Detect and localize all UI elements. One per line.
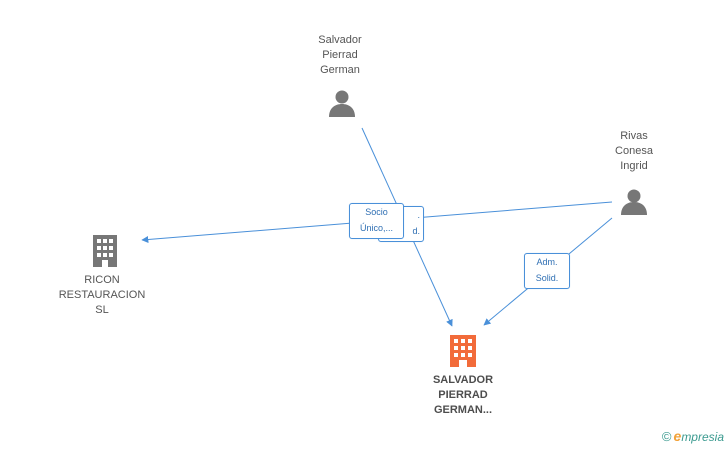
label-line: Conesa bbox=[615, 145, 653, 157]
edge-label-socio-unico[interactable]: Socio Único,... bbox=[349, 203, 404, 239]
person-icon[interactable] bbox=[329, 90, 355, 118]
building-icon[interactable] bbox=[93, 235, 117, 267]
brand-e-logo: e bbox=[673, 428, 682, 444]
label-line: SL bbox=[95, 304, 109, 316]
edge-label-line: Único,... bbox=[359, 223, 393, 233]
label-line: SALVADOR bbox=[432, 374, 494, 386]
label-line: RICON bbox=[84, 274, 120, 286]
edge-label-line: Solid. bbox=[535, 273, 559, 283]
focus-company-label[interactable]: SALVADOR PIERRAD GERMAN... bbox=[413, 373, 513, 418]
copyright-icon: © bbox=[661, 429, 672, 444]
edge-label-line: Adm. bbox=[536, 257, 558, 267]
label-line: Rivas bbox=[620, 130, 648, 142]
person-label-rivas[interactable]: Rivas Conesa Ingrid bbox=[594, 129, 674, 174]
edge-label-line: Socio bbox=[365, 207, 388, 217]
focus-building-icon[interactable] bbox=[450, 335, 476, 367]
person-label-salvador[interactable]: Salvador Pierrad German bbox=[300, 33, 380, 78]
label-line: Ingrid bbox=[620, 160, 648, 172]
person-icon[interactable] bbox=[621, 189, 647, 216]
company-label-ricon[interactable]: RICON RESTAURACION SL bbox=[52, 273, 152, 318]
brand-name: mpresia bbox=[681, 430, 724, 444]
label-line: GERMAN... bbox=[433, 404, 493, 416]
empresia-watermark: ©empresia bbox=[662, 428, 724, 444]
edge-label-line: . bbox=[417, 210, 420, 220]
edge-label-adm-solid[interactable]: Adm. Solid. bbox=[524, 253, 570, 289]
edge-label-line: d. bbox=[412, 226, 420, 236]
label-line: RESTAURACION bbox=[58, 289, 146, 301]
label-line: Salvador bbox=[318, 34, 362, 46]
label-line: Pierrad bbox=[322, 49, 358, 61]
label-line: German bbox=[320, 64, 360, 76]
label-line: PIERRAD bbox=[438, 389, 488, 401]
